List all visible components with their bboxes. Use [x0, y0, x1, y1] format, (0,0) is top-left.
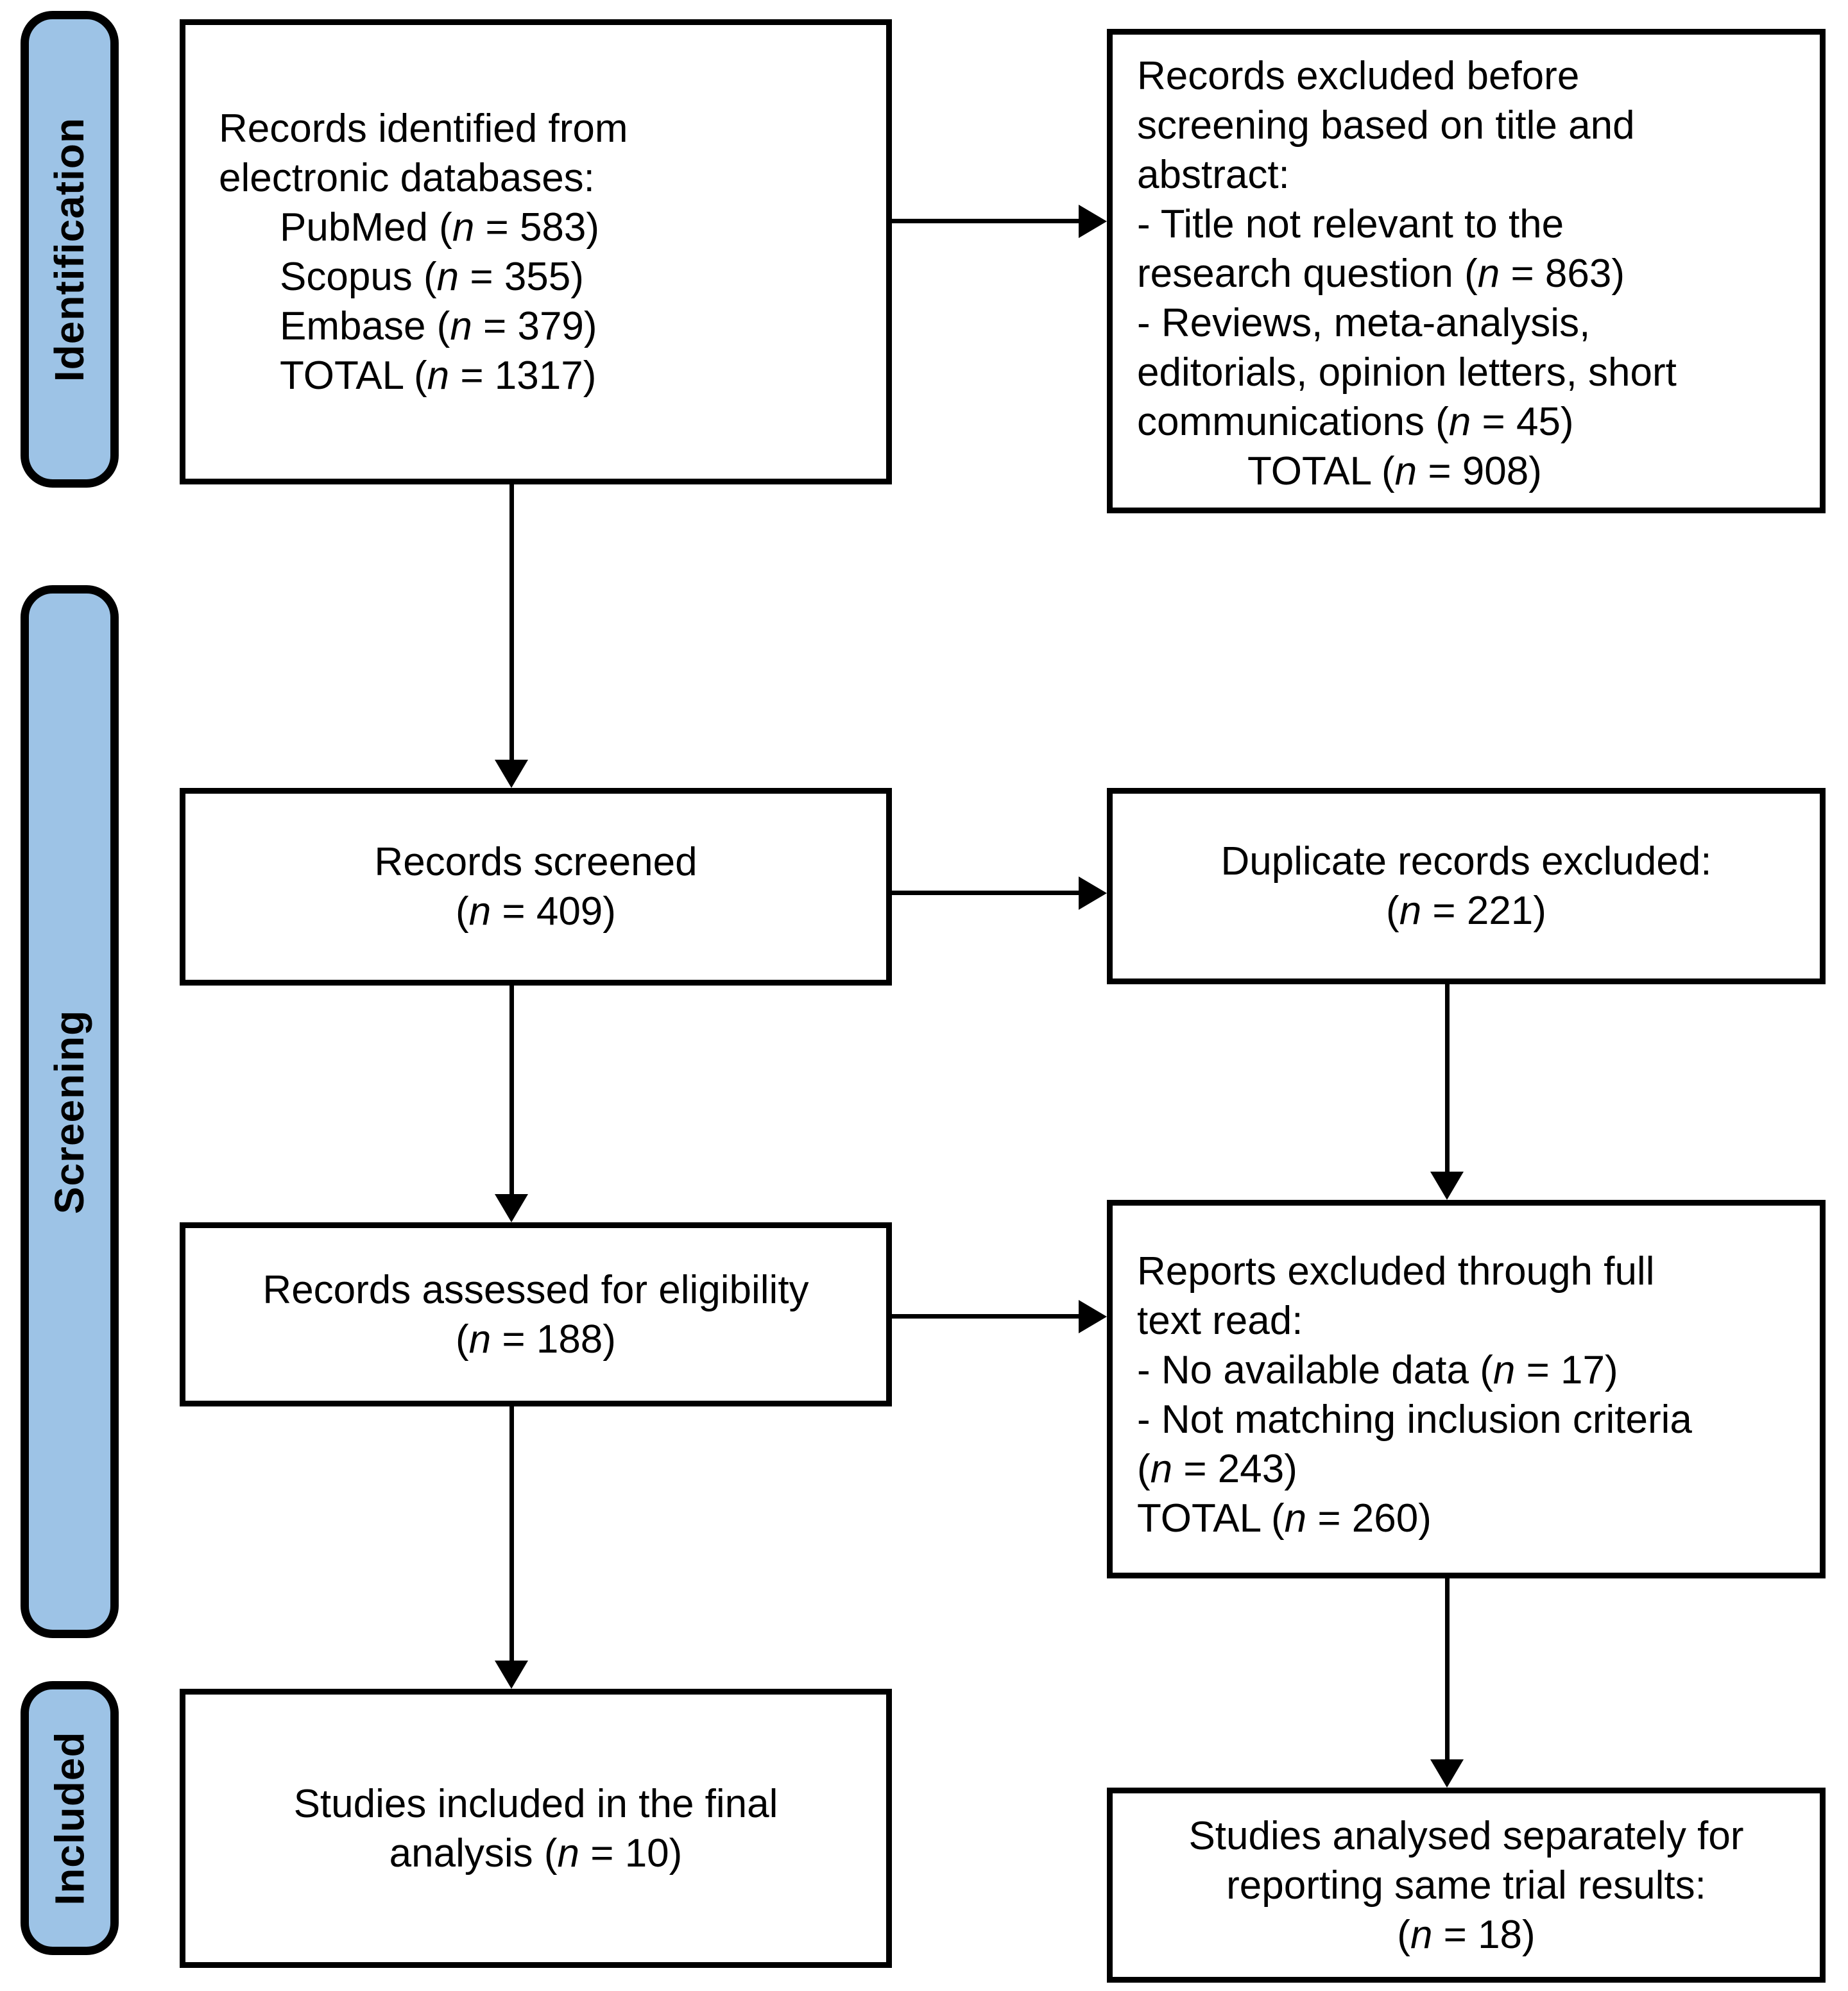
- box-text-line: communications (n = 45): [1137, 400, 1574, 444]
- box-text-line: (n = 188): [456, 1317, 616, 1362]
- stage-bar-included: Included: [21, 1681, 119, 1955]
- box-studies-analysed: Studies analysed separately for reporting…: [1107, 1788, 1826, 1983]
- arrow-line-reports-to-analysed: [1445, 1578, 1450, 1761]
- box-records-assessed: Records assessed for eligibility (n = 188…: [180, 1222, 892, 1406]
- box-studies-included: Studies included in the final analysis (n…: [180, 1689, 892, 1968]
- arrow-line-screened-to-assessed: [509, 986, 514, 1195]
- box-text-line: editorials, opinion letters, short: [1137, 350, 1677, 395]
- box-text-line: Records identified from: [219, 106, 628, 151]
- box-records-excluded-before-screening: Records excluded before screening based o…: [1107, 29, 1826, 513]
- box-text-line: Duplicate records excluded:: [1220, 839, 1712, 884]
- box-text-line: (n = 409): [456, 889, 616, 934]
- arrow-line-screened-to-duplicates: [892, 891, 1080, 895]
- arrowhead-assessed-to-reports-icon: [1079, 1300, 1107, 1333]
- box-reports-excluded: Reports excluded through full text read: -…: [1107, 1200, 1826, 1578]
- box-text-line: Scopus (n = 355): [280, 254, 584, 299]
- box-text-line: Records excluded before: [1137, 54, 1580, 98]
- arrowhead-identified-to-excluded-icon: [1079, 205, 1107, 238]
- stage-bar-screening: Screening: [21, 585, 119, 1638]
- stage-label-screening: Screening: [46, 1009, 93, 1214]
- box-duplicate-records-excluded: Duplicate records excluded: (n = 221): [1107, 788, 1826, 984]
- box-text-line: research question (n = 863): [1137, 252, 1625, 296]
- box-text-line: Studies analysed separately for: [1188, 1813, 1744, 1858]
- box-text-line: Reports excluded through full: [1137, 1249, 1655, 1294]
- stage-label-included: Included: [46, 1730, 93, 1906]
- box-text-line: screening based on title and: [1137, 103, 1635, 148]
- box-text-line: reporting same trial results:: [1226, 1863, 1706, 1908]
- box-text-line: - Reviews, meta-analysis,: [1137, 301, 1591, 345]
- arrowhead-assessed-to-included-icon: [495, 1661, 528, 1689]
- arrowhead-identified-to-screened-icon: [495, 760, 528, 788]
- box-text-line: text read:: [1137, 1299, 1303, 1343]
- box-text-line: TOTAL (n = 260): [1137, 1496, 1432, 1541]
- box-text-line: Embase (n = 379): [280, 303, 597, 348]
- box-text-line: TOTAL (n = 1317): [280, 353, 597, 398]
- arrow-line-assessed-to-reports: [892, 1314, 1080, 1319]
- box-text-line: electronic databases:: [219, 155, 595, 200]
- arrowhead-duplicates-to-reports-icon: [1430, 1172, 1464, 1200]
- arrow-line-identified-to-screened: [509, 484, 514, 761]
- box-text-line: (n = 18): [1397, 1912, 1536, 1957]
- arrowhead-screened-to-assessed-icon: [495, 1194, 528, 1222]
- box-text-line: Studies included in the final: [293, 1781, 778, 1826]
- arrow-line-identified-to-excluded: [892, 219, 1080, 223]
- box-text-line: - Title not relevant to the: [1137, 202, 1564, 246]
- arrowhead-screened-to-duplicates-icon: [1079, 876, 1107, 910]
- box-text-line: (n = 221): [1386, 889, 1546, 933]
- box-text-line: TOTAL (n = 908): [1247, 449, 1542, 493]
- stage-bar-identification: Identification: [21, 11, 119, 488]
- box-text-line: - Not matching inclusion criteria: [1137, 1397, 1692, 1442]
- arrow-line-duplicates-to-reports: [1445, 984, 1450, 1173]
- box-text-line: analysis (n = 10): [389, 1831, 683, 1876]
- box-text-line: PubMed (n = 583): [280, 205, 600, 250]
- box-records-screened: Records screened (n = 409): [180, 788, 892, 986]
- box-text-line: (n = 243): [1137, 1447, 1297, 1491]
- box-text-line: Records assessed for eligibility: [262, 1267, 809, 1312]
- box-text-line: - No available data (n = 17): [1137, 1348, 1618, 1392]
- arrowhead-reports-to-analysed-icon: [1430, 1759, 1464, 1788]
- arrow-line-assessed-to-included: [509, 1406, 514, 1662]
- stage-label-identification: Identification: [46, 117, 93, 382]
- box-text-line: Records screened: [374, 840, 697, 884]
- box-text-line: abstract:: [1137, 153, 1290, 197]
